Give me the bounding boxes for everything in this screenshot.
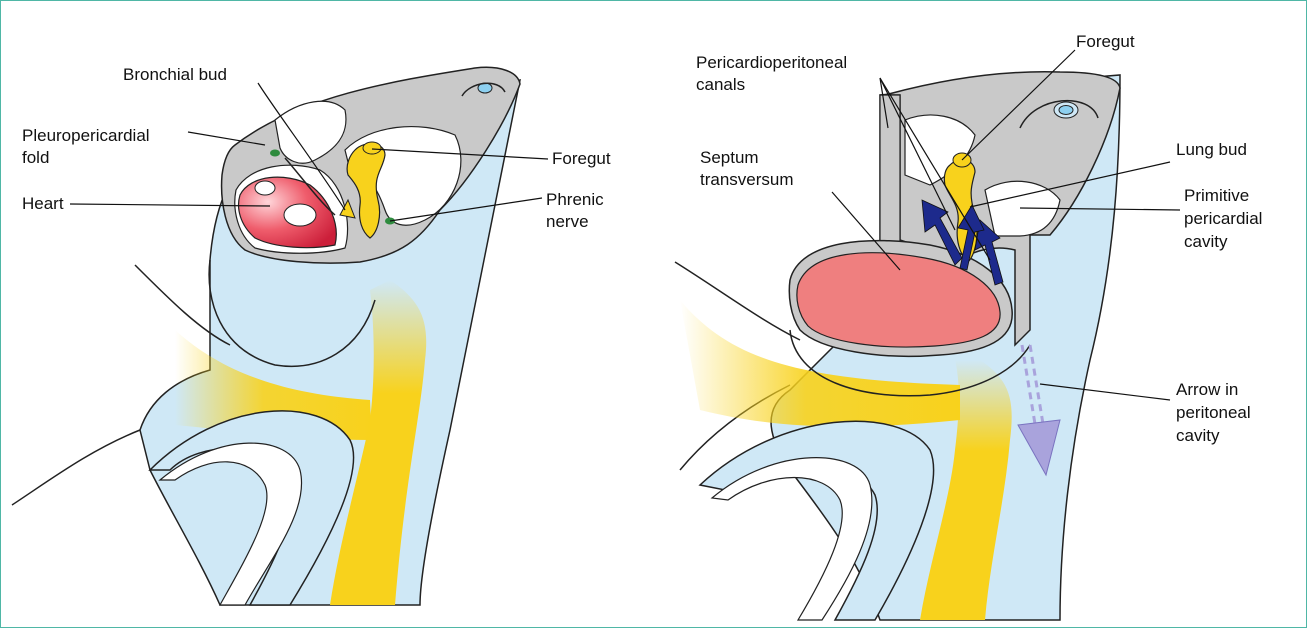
label-primitive-2: pericardial [1184, 209, 1262, 229]
label-primitive-1: Primitive [1184, 186, 1249, 206]
label-septum-1: Septum [700, 148, 759, 168]
label-arrow-2: peritoneal [1176, 403, 1251, 423]
label-heart: Heart [22, 194, 64, 214]
label-bronchial-bud: Bronchial bud [123, 65, 227, 85]
label-primitive-3: cavity [1184, 232, 1227, 252]
label-phrenic-nerve-1: Phrenic [546, 190, 604, 210]
label-phrenic-nerve-2: nerve [546, 212, 589, 232]
label-pericardioperitoneal-1: Pericardioperitoneal [696, 53, 847, 73]
label-pleuropericardial-fold-2: fold [22, 148, 49, 168]
label-arrow-1: Arrow in [1176, 380, 1238, 400]
label-arrow-3: cavity [1176, 426, 1219, 446]
left-embryo [12, 67, 520, 605]
label-pleuropericardial-fold-1: Pleuropericardial [22, 126, 150, 146]
label-pericardioperitoneal-2: canals [696, 75, 745, 95]
label-septum-2: transversum [700, 170, 794, 190]
label-foregut-left: Foregut [552, 149, 611, 169]
label-foregut-right: Foregut [1076, 32, 1135, 52]
label-lung-bud: Lung bud [1176, 140, 1247, 160]
